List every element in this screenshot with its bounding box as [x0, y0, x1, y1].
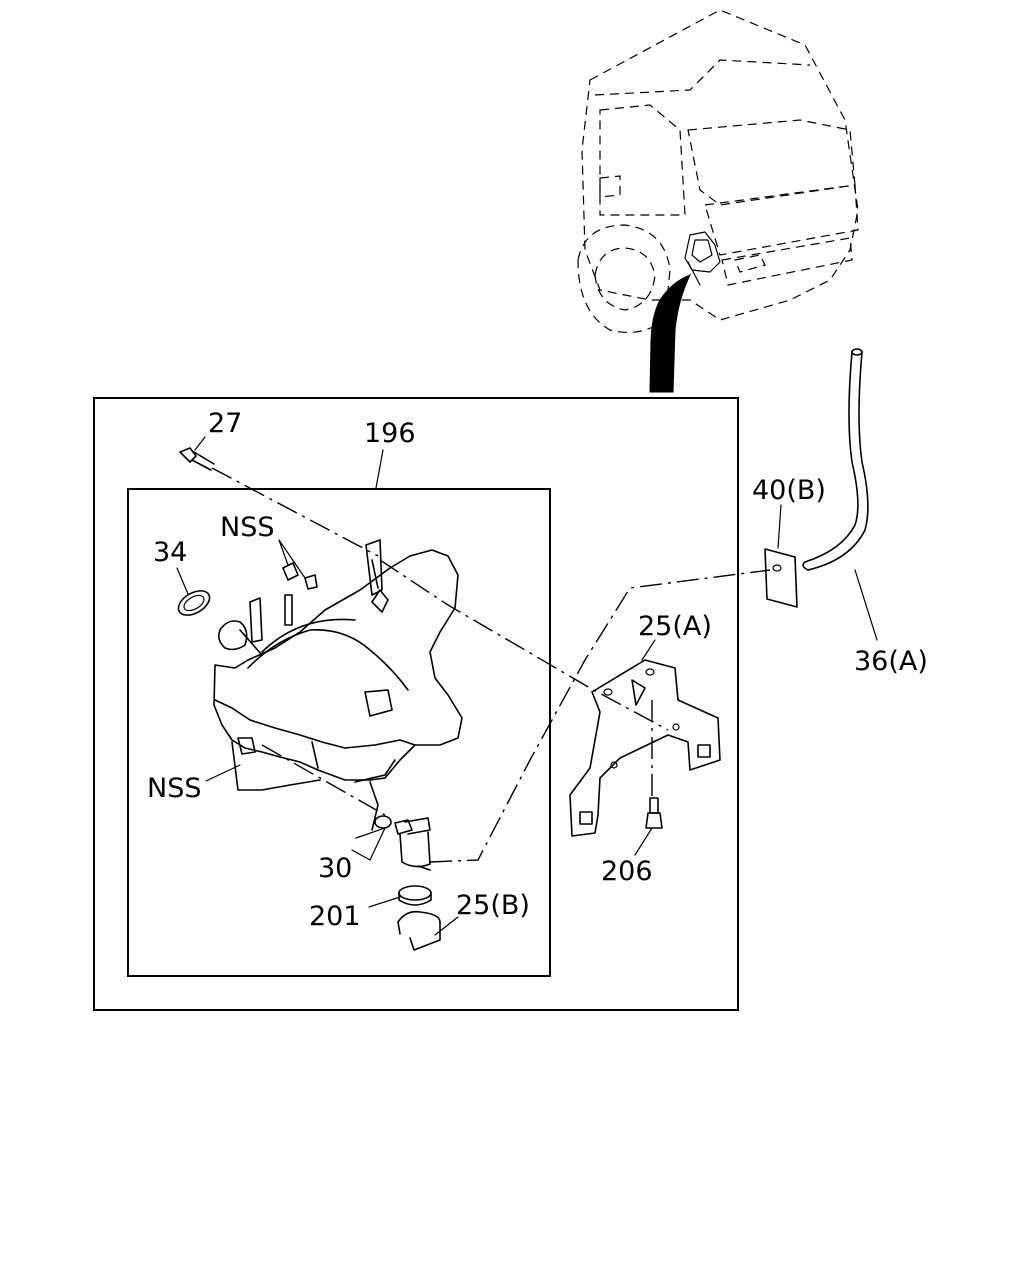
- label-nss-top: NSS: [220, 512, 274, 543]
- bolt-27-leader-dashed: [211, 467, 379, 557]
- label-nss-left: NSS: [147, 773, 201, 804]
- mount-axis-dashed: [379, 559, 669, 731]
- clamp-201: [398, 885, 432, 906]
- label-part-27: 27: [208, 408, 242, 439]
- bolt-27: [179, 447, 215, 471]
- bracket-25b: [397, 910, 441, 951]
- label-part-206: 206: [601, 856, 653, 887]
- pump-30: [374, 815, 431, 871]
- grommet-34: [177, 590, 211, 616]
- nss-fittings-top: [282, 562, 318, 590]
- label-part-25a: 25(A): [638, 611, 712, 642]
- pad-40b: [764, 548, 798, 608]
- washer-tank: [213, 539, 463, 831]
- bolt-206: [645, 797, 663, 829]
- hose-36a: [802, 348, 869, 571]
- label-part-25b: 25(B): [456, 890, 530, 921]
- label-part-196: 196: [364, 418, 416, 449]
- inner-frame-assembly-196: [127, 488, 551, 977]
- leader-lines: [176, 436, 878, 936]
- bracket-25a: [569, 659, 721, 837]
- label-part-30: 30: [318, 853, 352, 884]
- nss-left-axis-dashed: [261, 744, 386, 816]
- outer-frame: [93, 397, 739, 1011]
- label-part-201: 201: [309, 901, 361, 932]
- label-part-36a: 36(A): [854, 646, 928, 677]
- truck-cab-illustration: [577, 9, 859, 393]
- hose-route-dashed: [429, 569, 771, 863]
- label-part-40b: 40(B): [752, 475, 826, 506]
- label-part-34: 34: [153, 537, 187, 568]
